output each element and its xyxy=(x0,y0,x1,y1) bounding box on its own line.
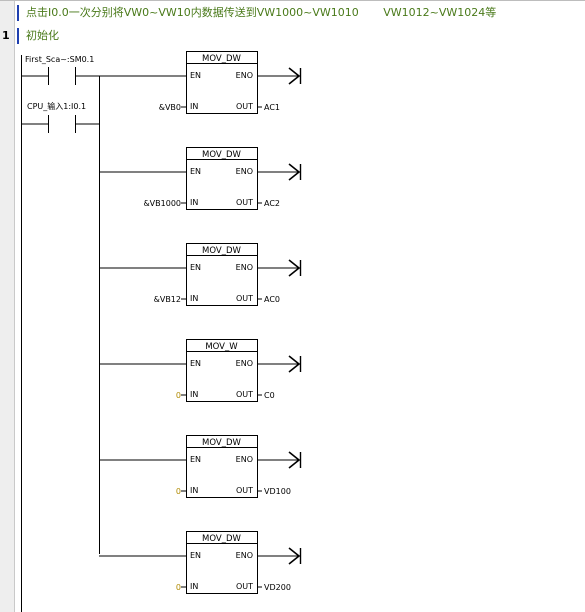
contact-label: CPU_输入1:I0.1 xyxy=(27,101,86,111)
eno-arrow-icon xyxy=(288,451,301,469)
eno-pin-label: ENO xyxy=(236,359,253,368)
block-name: MOV_DW xyxy=(202,438,241,448)
out-operand[interactable]: VD100 xyxy=(264,487,291,496)
en-pin-label: EN xyxy=(190,359,201,368)
network-marker xyxy=(17,28,19,44)
contact-cpu-input[interactable]: CPU_输入1:I0.1 xyxy=(21,101,100,133)
in-operand[interactable]: 0 xyxy=(176,583,181,592)
out-operand[interactable]: AC1 xyxy=(264,103,280,112)
out-operand[interactable]: VD200 xyxy=(264,583,291,592)
eno-arrow-icon xyxy=(288,163,301,181)
out-pin-label: OUT xyxy=(236,486,253,495)
in-operand[interactable]: &VB12 xyxy=(154,295,181,304)
block-name: MOV_W xyxy=(205,342,238,352)
block-name: MOV_DW xyxy=(202,246,241,256)
block-box xyxy=(186,339,258,402)
block-name: MOV_DW xyxy=(202,534,241,544)
out-operand[interactable]: AC0 xyxy=(264,295,280,304)
eno-arrow-icon xyxy=(288,355,301,373)
eno-arrow-icon xyxy=(288,547,301,565)
in-pin-label: IN xyxy=(190,294,198,303)
in-pin-label: IN xyxy=(190,102,198,111)
eno-pin-label: ENO xyxy=(236,455,253,464)
en-pin-label: EN xyxy=(190,167,201,176)
eno-pin-label: ENO xyxy=(236,551,253,560)
block-box xyxy=(186,435,258,498)
eno-pin-label: ENO xyxy=(236,263,253,272)
network-number[interactable]: 1 xyxy=(2,29,10,42)
eno-arrow-icon xyxy=(288,259,301,277)
in-pin-label: IN xyxy=(190,486,198,495)
in-pin-label: IN xyxy=(190,390,198,399)
en-pin-label: EN xyxy=(190,71,201,80)
block-box xyxy=(186,531,258,594)
out-operand[interactable]: AC2 xyxy=(264,199,280,208)
eno-pin-label: ENO xyxy=(236,71,253,80)
contact-label: First_Sca~:SM0.1 xyxy=(25,55,94,64)
top-border xyxy=(0,0,585,1)
block-box xyxy=(186,147,258,210)
en-pin-label: EN xyxy=(190,551,201,560)
contact-first-scan[interactable]: First_Sca~:SM0.1 xyxy=(21,55,186,85)
in-operand[interactable]: &VB1000 xyxy=(143,199,181,208)
comment-marker xyxy=(17,5,19,21)
block-name: MOV_DW xyxy=(202,150,241,160)
in-operand[interactable]: &VB0 xyxy=(159,103,181,112)
en-pin-label: EN xyxy=(190,263,201,272)
out-pin-label: OUT xyxy=(236,294,253,303)
network-title[interactable]: 初始化 xyxy=(26,29,59,42)
out-pin-label: OUT xyxy=(236,390,253,399)
out-pin-label: OUT xyxy=(236,198,253,207)
out-pin-label: OUT xyxy=(236,102,253,111)
block-name: MOV_DW xyxy=(202,54,241,64)
in-operand[interactable]: 0 xyxy=(176,487,181,496)
block-box xyxy=(186,51,258,114)
eno-arrow-icon xyxy=(288,67,301,85)
eno-pin-label: ENO xyxy=(236,167,253,176)
in-operand[interactable]: 0 xyxy=(176,391,181,400)
block-box xyxy=(186,243,258,306)
move-block[interactable]: MOV_W EN ENO IN OUT 0 C0 xyxy=(99,339,302,402)
out-pin-label: OUT xyxy=(236,582,253,591)
program-comment[interactable]: 点击I0.0一次分别将VW0~VW10内数据传送到VW1000~VW1010 V… xyxy=(26,6,497,19)
out-operand[interactable]: C0 xyxy=(264,391,275,400)
en-pin-label: EN xyxy=(190,455,201,464)
in-pin-label: IN xyxy=(190,198,198,207)
in-pin-label: IN xyxy=(190,582,198,591)
line-number-gutter xyxy=(0,1,15,612)
